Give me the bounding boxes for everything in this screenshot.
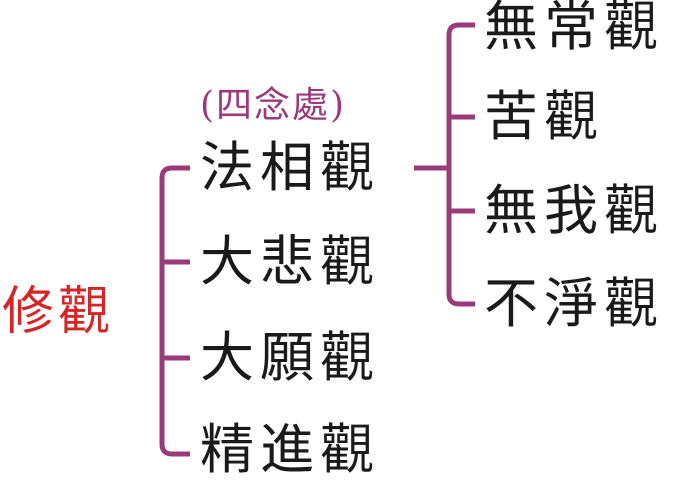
level1-item-fa-xiang: 法相觀 [200, 136, 380, 199]
level2-item-bu-jing: 不淨觀 [484, 272, 664, 335]
root-node: 修觀 [2, 282, 115, 342]
level1-item-da-yuan: 大願觀 [200, 326, 380, 389]
root-bracket [159, 165, 190, 457]
level2-item-wu-wo: 無我觀 [484, 179, 664, 242]
level2-item-ku: 苦觀 [484, 85, 604, 148]
level1-item-da-bei: 大悲觀 [200, 230, 380, 293]
level2-item-wu-chang: 無常觀 [484, 0, 664, 58]
level1-item-jing-jin: 精進觀 [200, 418, 380, 481]
annotation-label: (四念處) [200, 85, 347, 126]
fa-xiang-bracket [446, 22, 475, 307]
